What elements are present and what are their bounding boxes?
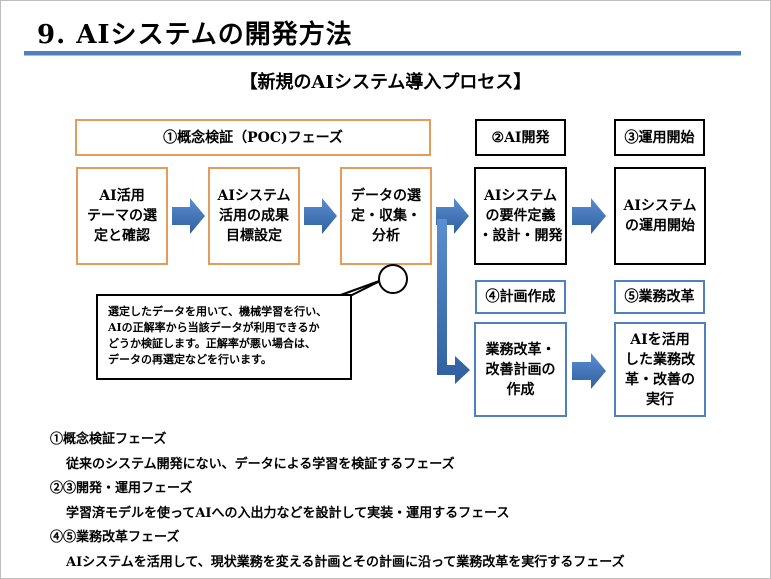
arrow-bent bbox=[437, 219, 470, 384]
callout-text: 選定したデータを用いて、機械学習を行い、 AIの正解率から当該データが利用できる… bbox=[108, 305, 328, 366]
legend-desc-2: 学習済モデルを使ってAIへの入出力などを設計して実装・運用するフェース bbox=[66, 506, 510, 521]
legend-heading-1: ①概念検証フェーズ bbox=[50, 432, 167, 447]
step-goal-setting-text: AIシステム 活用の成果 目標設定 bbox=[217, 188, 291, 244]
arrow-5 bbox=[572, 353, 606, 389]
highlight-circle bbox=[378, 264, 408, 294]
phase-ops-text: ③運用開始 bbox=[624, 129, 695, 146]
phase-dev-text: ②AI開発 bbox=[491, 129, 550, 146]
page-title: 9. AIシステムの開発方法 bbox=[37, 20, 353, 50]
arrow-2 bbox=[304, 198, 337, 234]
phase-plan-text: ④計画作成 bbox=[485, 289, 556, 305]
legend-desc-3: AIシステムを活用して、現状業務を変える計画とその計画に沿って業務改革を実行する… bbox=[66, 555, 625, 570]
step-requirements: AIシステム の要件定義 ・設計・開発 bbox=[474, 167, 567, 265]
step-ai-theme-text: AI活用 テーマの選 定と確認 bbox=[87, 188, 157, 244]
step-reform-exec-text: AIを活用 した業務改 革・改善の 実行 bbox=[625, 331, 695, 408]
arrow-4 bbox=[572, 198, 606, 234]
arrow-1 bbox=[172, 198, 205, 234]
step-reform-plan: 業務改革・ 改善計画の 作成 bbox=[474, 322, 567, 417]
legend-heading-2: ②③開発・運用フェーズ bbox=[50, 481, 193, 496]
step-requirements-text: AIシステム の要件定義 ・設計・開発 bbox=[478, 188, 563, 244]
legend-desc-1: 従来のシステム開発にない、データによる学習を検証するフェーズ bbox=[66, 457, 455, 472]
step-reform-exec: AIを活用 した業務改 革・改善の 実行 bbox=[614, 322, 706, 417]
step-ai-theme: AI活用 テーマの選 定と確認 bbox=[76, 167, 168, 265]
step-data-selection: データの選 定・収集・ 分析 bbox=[340, 167, 432, 265]
explanation-callout: 選定したデータを用いて、機械学習を行い、 AIの正解率から当該データが利用できる… bbox=[96, 294, 352, 380]
phase-reform-label: ⑤業務改革 bbox=[614, 280, 705, 314]
title-underline bbox=[24, 51, 741, 55]
step-reform-plan-text: 業務改革・ 改善計画の 作成 bbox=[485, 341, 556, 398]
step-operation-start-text: AIシステム の運用開始 bbox=[623, 198, 697, 234]
phase-ops-label: ③運用開始 bbox=[614, 119, 705, 156]
phase-dev-label: ②AI開発 bbox=[475, 119, 566, 156]
step-data-selection-text: データの選 定・収集・ 分析 bbox=[351, 188, 421, 244]
phase-reform-text: ⑤業務改革 bbox=[624, 289, 695, 305]
phase-poc-text: ①概念検証（POC)フェーズ bbox=[163, 129, 343, 146]
phase-poc-label: ①概念検証（POC)フェーズ bbox=[75, 119, 431, 156]
step-operation-start: AIシステム の運用開始 bbox=[614, 167, 706, 265]
legend-heading-3: ④⑤業務改革フェーズ bbox=[50, 530, 180, 545]
step-goal-setting: AIシステム 活用の成果 目標設定 bbox=[208, 167, 300, 265]
phase-plan-label: ④計画作成 bbox=[475, 280, 566, 314]
diagram-subtitle: 【新規のAIシステム導入プロセス】 bbox=[239, 72, 532, 93]
title-underline-thin bbox=[24, 55, 741, 56]
